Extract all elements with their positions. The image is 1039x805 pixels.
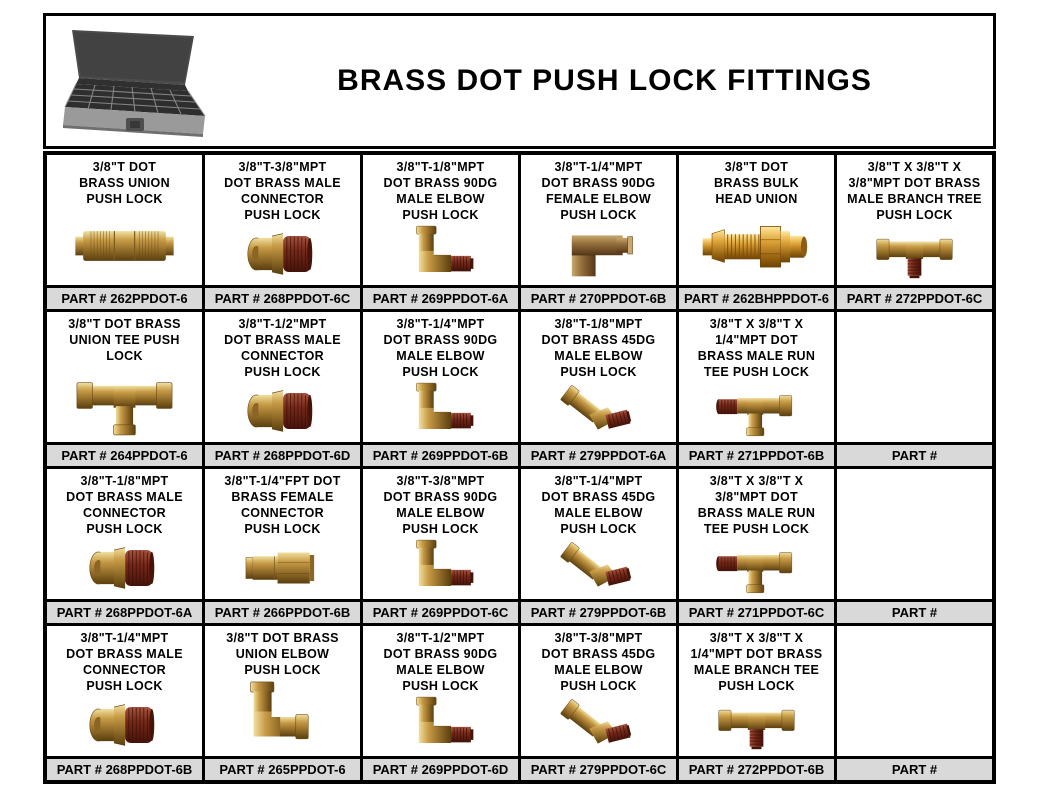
product-description: 3/8"T-1/4"MPT DOT BRASS 90DG MALE ELBOW … [383,317,498,379]
empty-product-cell: PART # [837,469,992,623]
product-cell: 3/8"T-1/4"FPT DOT BRASS FEMALE CONNECTOR… [205,469,360,623]
product-description: 3/8"T DOT BRASS UNION ELBOW PUSH LOCK [226,631,339,677]
part-number: PART # 271PPDOT-6C [679,599,834,623]
part-number: PART # 265PPDOT-6 [205,756,360,780]
fitting-image-male-connector [205,380,360,442]
fitting-image-elbow-90 [363,380,518,442]
product-description: 3/8"T X 3/8"T X 3/8"MPT DOT BRASS MALE B… [847,160,982,222]
part-number: PART # 272PPDOT-6B [679,756,834,780]
part-number: PART # 268PPDOT-6A [47,599,202,623]
fitting-image-branch-tee [679,694,834,756]
product-description: 3/8"T DOT BRASS BULK HEAD UNION [714,160,799,206]
product-cell: 3/8"T DOT BRASS BULK HEAD UNION PART # 2… [679,155,834,309]
header: BRASS DOT PUSH LOCK FITTINGS [43,13,996,149]
product-cell: 3/8"T-1/2"MPT DOT BRASS MALE CONNECTOR P… [205,312,360,466]
empty-product-cell: PART # [837,626,992,780]
fitting-image-elbow-45 [521,694,676,756]
product-cell: 3/8"T-1/4"MPT DOT BRASS 90DG FEMALE ELBO… [521,155,676,309]
fitting-image-branch-tee [837,223,992,285]
fitting-image-elbow-90 [363,223,518,285]
fitting-image-female-connector [205,537,360,599]
product-description: 3/8"T-3/8"MPT DOT BRASS 45DG MALE ELBOW … [541,631,656,693]
part-number: PART # 270PPDOT-6B [521,285,676,309]
product-cell: 3/8"T X 3/8"T X 1/4"MPT DOT BRASS MALE R… [679,312,834,466]
product-cell: 3/8"T X 3/8"T X 1/4"MPT DOT BRASS MALE B… [679,626,834,780]
product-description: 3/8"T-1/2"MPT DOT BRASS MALE CONNECTOR P… [224,317,341,379]
fitting-image-elbow-90 [363,537,518,599]
fitting-image-male-connector [47,694,202,756]
product-cell: 3/8"T-1/8"MPT DOT BRASS 45DG MALE ELBOW … [521,312,676,466]
product-cell: 3/8"T-3/8"MPT DOT BRASS MALE CONNECTOR P… [205,155,360,309]
product-cell: 3/8"T-3/8"MPT DOT BRASS 90DG MALE ELBOW … [363,469,518,623]
product-description: 3/8"T-1/2"MPT DOT BRASS 90DG MALE ELBOW … [383,631,498,693]
product-cell: 3/8"T DOT BRASS UNION ELBOW PUSH LOCK PA… [205,626,360,780]
product-cell: 3/8"T-1/4"MPT DOT BRASS MALE CONNECTOR P… [47,626,202,780]
product-description: 3/8"T-1/8"MPT DOT BRASS MALE CONNECTOR P… [66,474,183,536]
product-cell: 3/8"T-1/2"MPT DOT BRASS 90DG MALE ELBOW … [363,626,518,780]
fitting-image-run-tee [679,537,834,599]
fitting-image-union-tee [47,364,202,442]
product-description: 3/8"T-1/4"MPT DOT BRASS 90DG FEMALE ELBO… [541,160,656,222]
part-number: PART # 266PPDOT-6B [205,599,360,623]
product-cell: 3/8"T DOT BRASS UNION PUSH LOCK PART # 2… [47,155,202,309]
product-grid: 3/8"T DOT BRASS UNION PUSH LOCK PART # 2… [43,151,996,784]
product-description: 3/8"T X 3/8"T X 1/4"MPT DOT BRASS MALE R… [697,317,816,379]
product-description: 3/8"T-1/4"FPT DOT BRASS FEMALE CONNECTOR… [224,474,341,536]
product-cell: 3/8"T X 3/8"T X 3/8"MPT DOT BRASS MALE R… [679,469,834,623]
fitting-image-male-connector [205,223,360,285]
fitting-image-elbow-45 [521,380,676,442]
product-cell: 3/8"T DOT BRASS UNION TEE PUSH LOCK PART… [47,312,202,466]
part-number: PART # 269PPDOT-6D [363,756,518,780]
part-number: PART # 268PPDOT-6B [47,756,202,780]
product-description: 3/8"T DOT BRASS UNION TEE PUSH LOCK [68,317,181,363]
part-number: PART # 269PPDOT-6B [363,442,518,466]
parts-organizer-box-image [50,28,222,140]
fitting-image-elbow-45 [521,537,676,599]
fitting-image-run-tee [679,380,834,442]
empty-product-cell: PART # [837,312,992,466]
product-description: 3/8"T-3/8"MPT DOT BRASS 90DG MALE ELBOW … [383,474,498,536]
product-cell: 3/8"T-1/4"MPT DOT BRASS 90DG MALE ELBOW … [363,312,518,466]
product-description: 3/8"T-1/4"MPT DOT BRASS 45DG MALE ELBOW … [541,474,656,536]
product-cell: 3/8"T X 3/8"T X 3/8"MPT DOT BRASS MALE B… [837,155,992,309]
part-number: PART # [837,599,992,623]
part-number: PART # 262PPDOT-6 [47,285,202,309]
catalog-sheet: BRASS DOT PUSH LOCK FITTINGS 3/8"T DOT B… [43,13,996,784]
product-cell: 3/8"T-1/8"MPT DOT BRASS MALE CONNECTOR P… [47,469,202,623]
part-number: PART # 269PPDOT-6C [363,599,518,623]
product-description: 3/8"T-3/8"MPT DOT BRASS MALE CONNECTOR P… [224,160,341,222]
empty-image-area [837,630,992,756]
fitting-image-elbow-90 [363,694,518,756]
product-description: 3/8"T-1/8"MPT DOT BRASS 45DG MALE ELBOW … [541,317,656,379]
fitting-image-union-elbow [205,678,360,756]
page-title: BRASS DOT PUSH LOCK FITTINGS [337,64,872,97]
fitting-image-bulkhead-union [679,207,834,285]
product-cell: 3/8"T-3/8"MPT DOT BRASS 45DG MALE ELBOW … [521,626,676,780]
part-number: PART # 268PPDOT-6C [205,285,360,309]
fitting-image-female-elbow-90 [521,223,676,285]
product-description: 3/8"T-1/4"MPT DOT BRASS MALE CONNECTOR P… [66,631,183,693]
empty-image-area [837,473,992,599]
product-description: 3/8"T DOT BRASS UNION PUSH LOCK [79,160,170,206]
part-number: PART # 279PPDOT-6B [521,599,676,623]
part-number: PART # 262BHPPDOT-6 [679,285,834,309]
product-description: 3/8"T X 3/8"T X 1/4"MPT DOT BRASS MALE B… [690,631,823,693]
part-number: PART # 269PPDOT-6A [363,285,518,309]
product-description: 3/8"T X 3/8"T X 3/8"MPT DOT BRASS MALE R… [697,474,816,536]
part-number: PART # 272PPDOT-6C [837,285,992,309]
product-cell: 3/8"T-1/4"MPT DOT BRASS 45DG MALE ELBOW … [521,469,676,623]
product-description: 3/8"T-1/8"MPT DOT BRASS 90DG MALE ELBOW … [383,160,498,222]
part-number: PART # 271PPDOT-6B [679,442,834,466]
fitting-image-union [47,207,202,285]
part-number: PART # 264PPDOT-6 [47,442,202,466]
part-number: PART # [837,442,992,466]
product-cell: 3/8"T-1/8"MPT DOT BRASS 90DG MALE ELBOW … [363,155,518,309]
part-number: PART # 279PPDOT-6C [521,756,676,780]
fitting-image-male-connector [47,537,202,599]
empty-image-area [837,316,992,442]
part-number: PART # [837,756,992,780]
part-number: PART # 279PPDOT-6A [521,442,676,466]
part-number: PART # 268PPDOT-6D [205,442,360,466]
